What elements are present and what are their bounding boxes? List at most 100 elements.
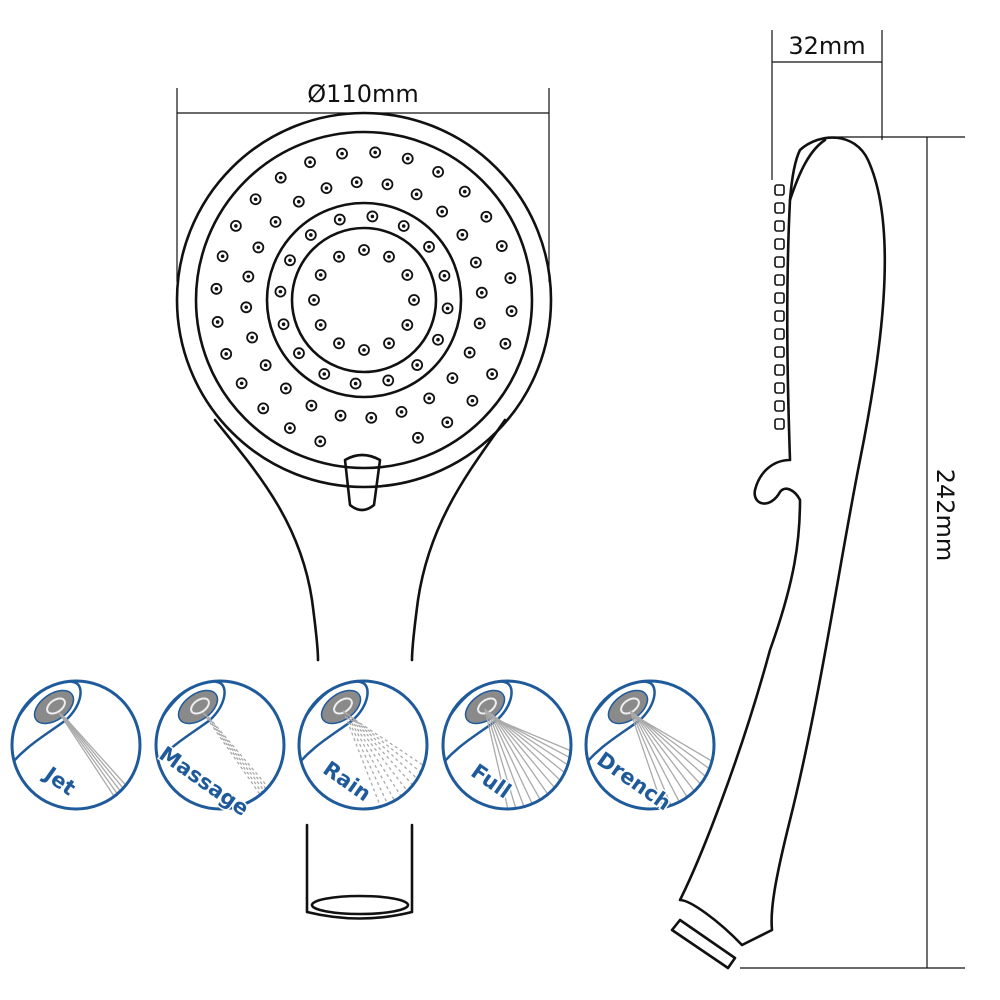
length-label: 242mm bbox=[931, 469, 959, 562]
nozzle bbox=[318, 368, 331, 380]
nozzle bbox=[246, 331, 259, 344]
nozzle bbox=[486, 368, 499, 381]
diameter-label: Ø110mm bbox=[307, 80, 418, 108]
nozzle bbox=[229, 219, 242, 232]
nozzles bbox=[210, 146, 518, 448]
side-outline bbox=[678, 136, 887, 947]
nozzle bbox=[436, 205, 449, 218]
nozzle bbox=[463, 346, 476, 359]
head-outer-rim bbox=[175, 111, 553, 489]
nozzle bbox=[441, 416, 454, 429]
nozzle bbox=[401, 152, 414, 165]
side-nozzle bbox=[774, 364, 785, 376]
nozzle bbox=[242, 270, 255, 283]
nozzle bbox=[211, 316, 224, 328]
side-nozzle bbox=[774, 256, 785, 268]
nozzle bbox=[333, 337, 345, 350]
nozzle bbox=[397, 220, 410, 232]
mode-icon-border bbox=[154, 679, 286, 811]
nozzle bbox=[269, 215, 282, 228]
nozzle bbox=[410, 188, 423, 201]
nozzle bbox=[369, 146, 382, 159]
front-handle-outline bbox=[213, 418, 507, 662]
nozzle bbox=[504, 272, 517, 284]
nozzle bbox=[480, 210, 493, 223]
nozzle bbox=[381, 178, 394, 191]
nozzle bbox=[458, 185, 471, 198]
nozzle bbox=[499, 337, 512, 350]
nozzle bbox=[469, 256, 482, 269]
spray-mode-jet: Jet bbox=[10, 679, 142, 811]
spray-mode-full: Full bbox=[441, 679, 573, 811]
side-nozzle bbox=[774, 202, 785, 214]
nozzle bbox=[216, 250, 229, 263]
nozzle bbox=[408, 294, 420, 306]
nozzle bbox=[456, 228, 469, 241]
nozzle bbox=[314, 435, 327, 448]
nozzle bbox=[495, 240, 508, 252]
side-nozzle bbox=[774, 310, 785, 322]
side-view: 32mm 242mm bbox=[670, 30, 965, 970]
threaded-connector bbox=[670, 918, 737, 970]
spray-mode-label: Drench bbox=[593, 747, 676, 815]
spray-mode-label: Massage bbox=[155, 742, 254, 821]
mode-selector-lever bbox=[343, 453, 382, 512]
nozzle bbox=[308, 294, 320, 306]
nozzle bbox=[240, 301, 253, 314]
nozzle bbox=[349, 377, 362, 390]
side-nozzle bbox=[774, 328, 785, 340]
nozzle bbox=[277, 318, 290, 331]
mode-icon-border bbox=[10, 679, 142, 811]
nozzle bbox=[358, 244, 370, 256]
side-face-edge bbox=[788, 138, 827, 202]
nozzle bbox=[257, 402, 270, 415]
side-nozzle bbox=[774, 220, 785, 232]
nozzle bbox=[383, 250, 395, 263]
side-nozzle bbox=[774, 346, 785, 358]
nozzle bbox=[401, 269, 414, 281]
spray-mode-rain: Rain bbox=[297, 679, 429, 811]
depth-label: 32mm bbox=[788, 32, 865, 60]
side-nozzle bbox=[774, 292, 785, 304]
nozzle bbox=[473, 317, 486, 330]
nozzle bbox=[401, 319, 414, 331]
side-nozzle bbox=[774, 400, 785, 412]
nozzle bbox=[320, 182, 333, 195]
side-nozzles bbox=[774, 184, 785, 430]
nozzle bbox=[441, 302, 454, 315]
nozzle bbox=[350, 176, 363, 189]
nozzle bbox=[284, 254, 296, 267]
nozzle bbox=[423, 392, 436, 405]
nozzle bbox=[358, 344, 370, 356]
nozzle bbox=[304, 229, 317, 241]
side-nozzle bbox=[774, 238, 785, 250]
nozzle bbox=[333, 250, 345, 263]
mode-icon-border bbox=[584, 679, 716, 811]
nozzle bbox=[432, 333, 444, 346]
full-spray-icon bbox=[464, 689, 571, 809]
spray-mode-drench: Drench bbox=[584, 679, 716, 817]
nozzle bbox=[314, 319, 327, 331]
nozzle bbox=[293, 347, 305, 360]
side-nozzle bbox=[774, 274, 785, 286]
nozzle bbox=[305, 399, 318, 412]
nozzle-ring-inner bbox=[290, 226, 438, 374]
mode-icon-border bbox=[441, 679, 573, 811]
nozzle bbox=[475, 286, 488, 299]
hose-connector bbox=[310, 894, 410, 916]
nozzle bbox=[432, 165, 445, 178]
nozzle bbox=[249, 193, 262, 206]
handle-lower-section bbox=[305, 823, 414, 920]
nozzle bbox=[336, 147, 348, 160]
nozzle bbox=[292, 195, 305, 208]
spray-mode-massage: Massage bbox=[153, 679, 286, 822]
nozzle bbox=[252, 241, 265, 254]
nozzle bbox=[466, 394, 479, 407]
nozzle bbox=[274, 171, 287, 184]
nozzle bbox=[259, 359, 272, 372]
side-nozzle bbox=[774, 184, 785, 196]
nozzle bbox=[274, 285, 287, 298]
nozzle bbox=[365, 411, 378, 424]
